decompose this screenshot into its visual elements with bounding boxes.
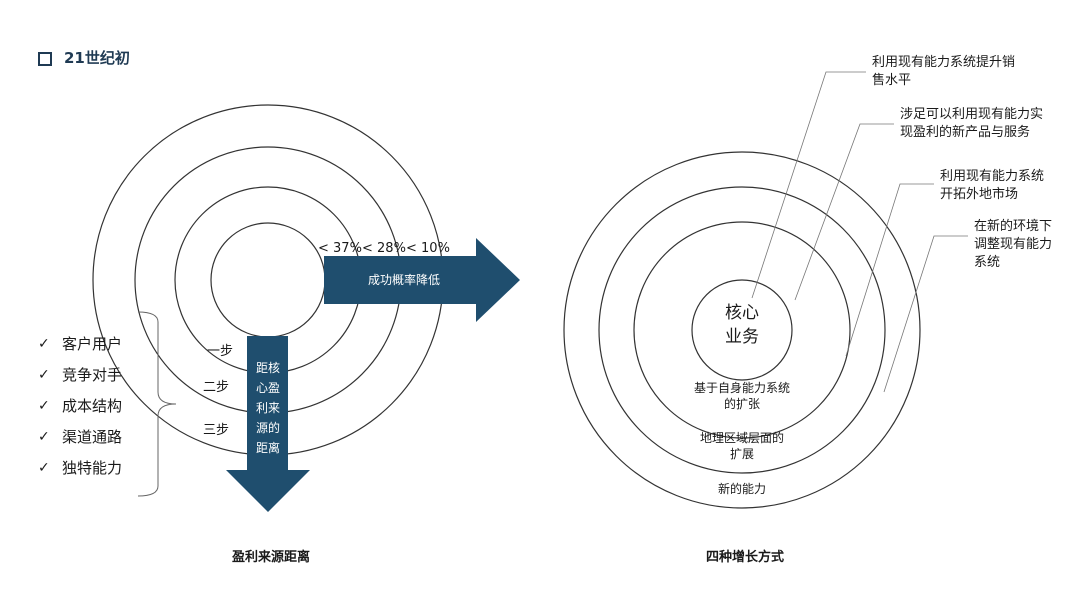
down-arrow — [226, 336, 310, 512]
list-item: ✓ 竞争对手 — [38, 359, 122, 390]
check-icon: ✓ — [38, 366, 50, 383]
callout-4-line-1: 在新的环境下 — [974, 219, 1053, 234]
callout-line-4 — [883, 235, 968, 393]
left-circle-inner — [210, 222, 326, 338]
callout-line-3 — [845, 183, 934, 357]
checklist-label: 独特能力 — [62, 459, 123, 477]
page-title: 21世纪初 — [64, 49, 130, 67]
core-label-line-2: 业务 — [725, 327, 759, 347]
list-item: ✓ 渠道通路 — [38, 421, 122, 452]
core-label-line-1: 核心 — [725, 303, 759, 323]
right-arrow — [324, 238, 520, 322]
ring-label-2-line-2: 扩展 — [729, 447, 754, 461]
down-arrow-label-line-2: 心盈 — [255, 381, 280, 395]
ring-label-2: 地理区域层面的 扩展 — [692, 430, 792, 462]
check-icon: ✓ — [38, 428, 50, 445]
step-label-3: 三步 — [203, 423, 230, 438]
step-label-2: 二步 — [203, 380, 230, 395]
callout-1: 利用现有能力系统提升销 售水平 — [872, 54, 1015, 90]
right-circle-core — [691, 279, 793, 381]
check-icon: ✓ — [38, 397, 50, 414]
checklist-label: 成本结构 — [62, 397, 123, 415]
list-item: ✓ 独特能力 — [38, 452, 122, 483]
right-caption: 四种增长方式 — [706, 550, 785, 565]
right-circle-third — [598, 186, 886, 474]
down-arrow-label-line-4: 源的 — [255, 421, 280, 435]
checklist-label: 渠道通路 — [62, 428, 123, 446]
callout-2-line-2: 现盈利的新产品与服务 — [900, 125, 1031, 140]
callout-3-line-2: 开拓外地市场 — [940, 187, 1019, 202]
callout-line-2 — [794, 123, 894, 301]
checklist-label: 客户用户 — [62, 335, 123, 353]
callout-4-line-2: 调整现有能力 — [974, 237, 1053, 252]
callout-3: 利用现有能力系统 开拓外地市场 — [940, 168, 1044, 204]
ring-label-1: 基于自身能力系统 的扩张 — [686, 380, 798, 412]
ring-label-3: 新的能力 — [717, 482, 766, 496]
list-item: ✓ 客户用户 — [38, 328, 122, 359]
down-arrow-label: 距核 心盈 利来 源的 距离 — [250, 358, 286, 458]
threshold-label-2: < 28% — [362, 241, 406, 256]
square-bullet-icon — [38, 52, 52, 66]
left-caption: 盈利来源距离 — [232, 550, 311, 565]
step-label-1: 一步 — [207, 344, 234, 359]
ring-label-1-line-1: 基于自身能力系统 — [693, 381, 790, 395]
ring-label-2-line-1: 地理区域层面的 — [699, 431, 784, 445]
callout-4: 在新的环境下 调整现有能力 系统 — [974, 218, 1052, 272]
callout-2-line-1: 涉足可以利用现有能力实 — [900, 107, 1044, 122]
right-circle-outer — [563, 151, 921, 509]
checklist-label: 竞争对手 — [62, 366, 123, 384]
threshold-label-3: < 10% — [406, 241, 450, 256]
callout-2: 涉足可以利用现有能力实 现盈利的新产品与服务 — [900, 106, 1043, 142]
down-arrow-label-line-1: 距核 — [255, 361, 280, 375]
down-arrow-label-line-5: 距离 — [255, 441, 280, 455]
down-arrow-label-line-3: 利来 — [255, 401, 280, 415]
threshold-label-1: < 37% — [318, 241, 362, 256]
check-icon: ✓ — [38, 335, 50, 352]
ring-label-1-line-2: 的扩张 — [723, 397, 760, 411]
core-business-label: 核心 业务 — [696, 301, 788, 349]
callout-3-line-1: 利用现有能力系统 — [940, 169, 1045, 184]
callout-1-line-2: 售水平 — [872, 73, 912, 88]
right-arrow-label: 成功概率降低 — [367, 273, 440, 287]
checklist: ✓ 客户用户 ✓ 竞争对手 ✓ 成本结构 ✓ 渠道通路 ✓ 独特能力 — [38, 328, 122, 483]
right-circle-second — [633, 221, 851, 439]
callout-4-line-3: 系统 — [974, 255, 1001, 270]
checklist-bracket — [137, 311, 177, 497]
check-icon: ✓ — [38, 459, 50, 476]
callout-1-line-1: 利用现有能力系统提升销 — [872, 55, 1016, 70]
callout-line-1 — [751, 71, 866, 299]
list-item: ✓ 成本结构 — [38, 390, 122, 421]
